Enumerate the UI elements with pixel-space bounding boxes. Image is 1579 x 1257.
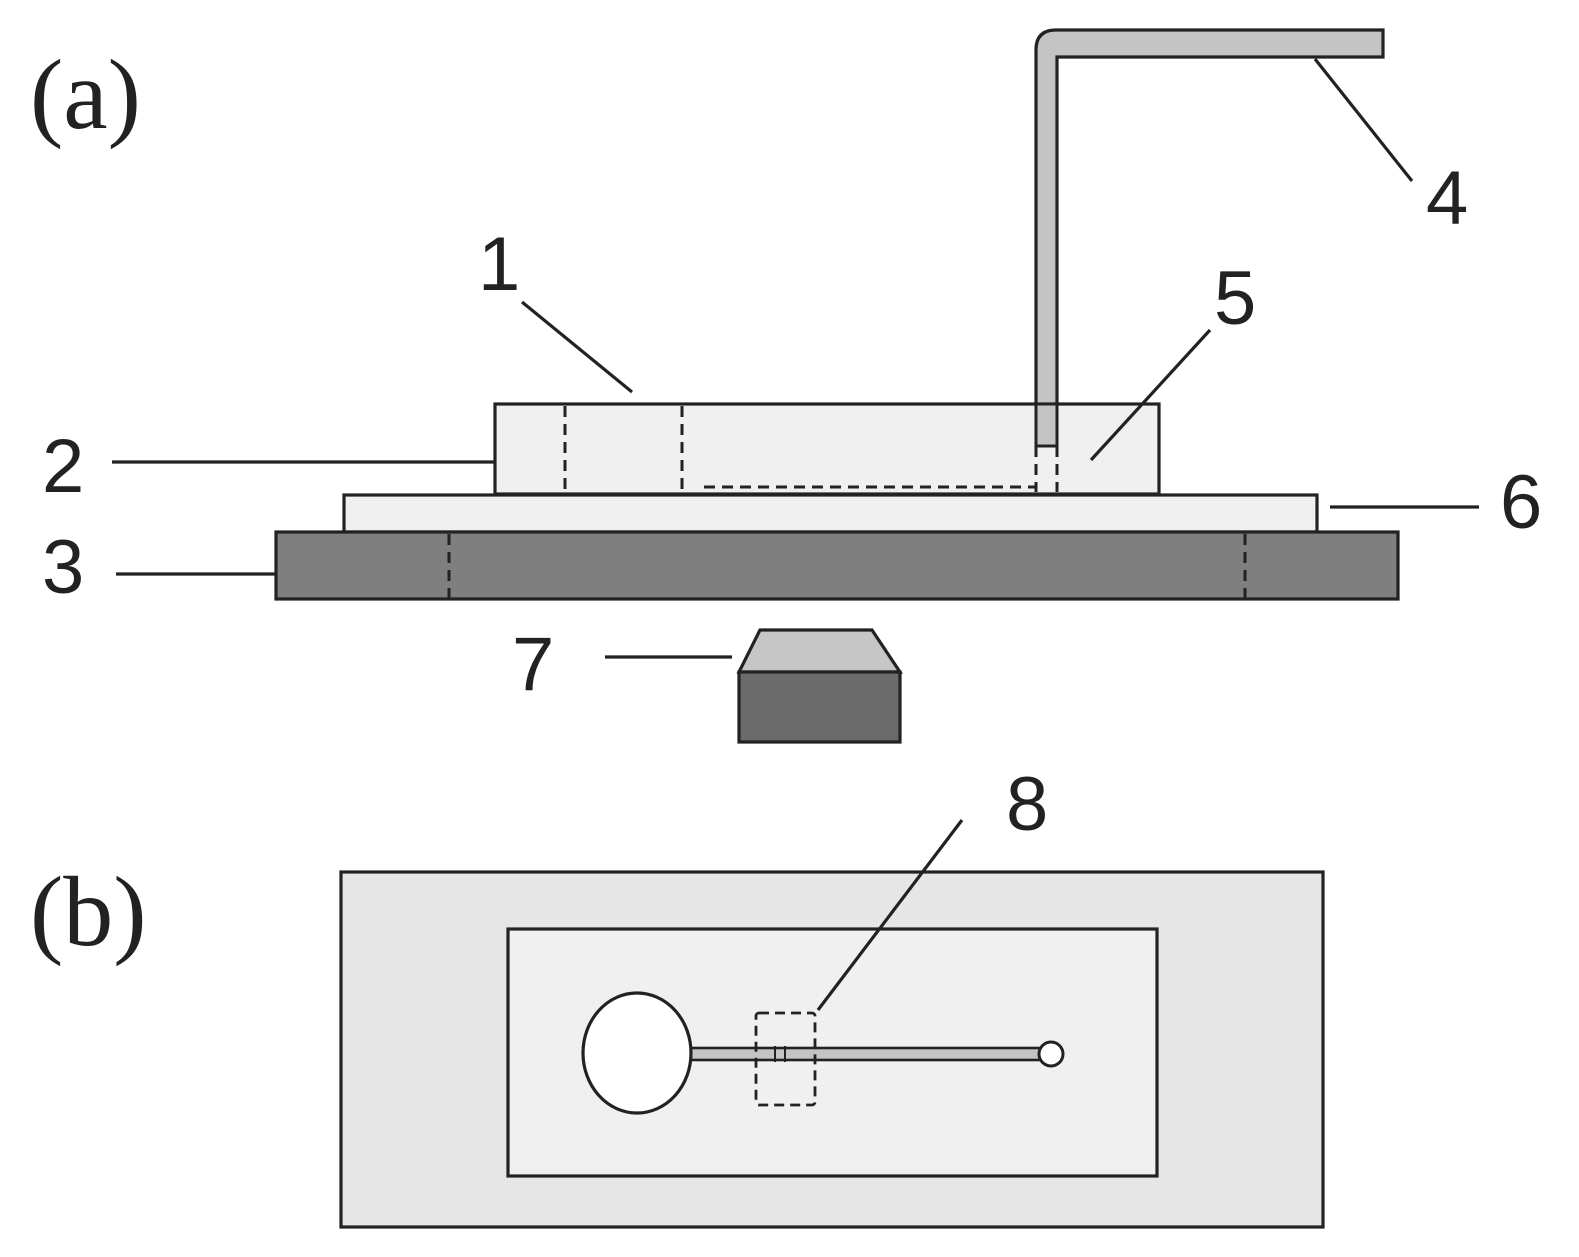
tube-4: [1034, 28, 1385, 492]
magnet-top-7: [736, 628, 903, 674]
leader-1: [520, 300, 634, 394]
leader-4: [1313, 58, 1414, 182]
callout-4: 4: [1426, 156, 1468, 241]
base-plate-3: [274, 530, 1400, 601]
callout-7: 7: [512, 622, 554, 707]
tube-inside-block: [1034, 402, 1059, 448]
panel-a-label: (a): [30, 39, 141, 150]
callout-3: 3: [42, 525, 84, 610]
callout-8: 8: [1006, 762, 1048, 847]
leader-5: [1089, 328, 1212, 462]
magnet-body-7: [737, 670, 902, 744]
top-view-channel: [678, 1046, 1048, 1062]
callout-1: 1: [478, 222, 520, 307]
glass-slide-6: [342, 493, 1319, 534]
chip-block-1: [493, 402, 1161, 496]
callout-6: 6: [1500, 460, 1542, 545]
callout-2: 2: [42, 424, 84, 509]
leader-8: [816, 819, 964, 1011]
observation-area-8: [754, 1011, 817, 1107]
top-view-reservoir: [581, 991, 693, 1115]
panel-b-label: (b): [30, 856, 147, 967]
top-view-outlet: [1037, 1040, 1065, 1068]
callout-5: 5: [1214, 256, 1256, 341]
